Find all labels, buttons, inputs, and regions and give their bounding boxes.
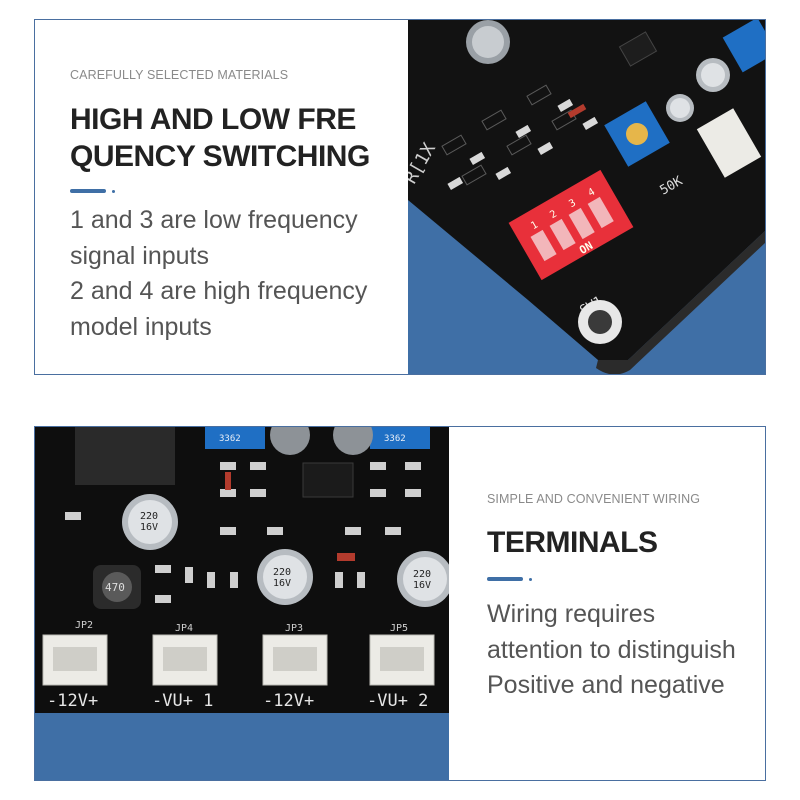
top-heading-line-1: HIGH AND LOW FRE [70, 103, 356, 136]
jp5-label: JP5 [390, 623, 408, 634]
bottom-eyebrow: SIMPLE AND CONVENIENT WIRING [487, 492, 701, 506]
cap-1-line-2: 16V [140, 522, 158, 533]
switch-on-label: ON [577, 239, 595, 257]
inductor-label: 470 [105, 581, 125, 594]
terminal-board-photo: 3362 3362 [35, 427, 449, 780]
switch-number-3: 3 [567, 198, 578, 211]
top-body-line-4: model inputs [70, 312, 212, 341]
top-body: 1 and 3 are low frequency signal inputs … [70, 203, 400, 345]
bottom-text-block: SIMPLE AND CONVENIENT WIRING TERMINALS W… [487, 492, 762, 704]
connector-2-polarity: -VU+ 1 [152, 691, 213, 711]
jp4-label: JP4 [175, 623, 193, 634]
connector-3-polarity: -12V+ [263, 691, 314, 711]
dip-switch-board-photo: 1 2 3 4 ON SW1 50K R[1X [408, 20, 765, 374]
trimmer-2-label: 3362 [384, 434, 406, 444]
top-eyebrow: CAREFULLY SELECTED MATERIALS [70, 68, 289, 82]
dip-switch: 1 2 3 4 ON [508, 169, 634, 281]
switch-number-4: 4 [586, 187, 597, 200]
top-text-block: CAREFULLY SELECTED MATERIALS HIGH AND LO… [70, 68, 400, 345]
cap-2-line-2: 16V [273, 578, 291, 589]
cap-1-line-1: 220 [140, 511, 158, 522]
top-heading: HIGH AND LOW FRE QUENCY SWITCHING [70, 101, 400, 175]
jp3-label: JP3 [285, 623, 303, 634]
bottom-body-line-3: Positive and negative [487, 671, 725, 699]
top-feature-panel: CAREFULLY SELECTED MATERIALS HIGH AND LO… [34, 19, 766, 375]
switch-number-2: 2 [548, 209, 559, 222]
bottom-heading: TERMINALS [487, 526, 658, 559]
cap-3-line-1: 220 [413, 569, 431, 580]
switch-number-1: 1 [529, 220, 540, 233]
top-body-line-1: 1 and 3 are low frequency [70, 206, 358, 234]
jp2-label: JP2 [75, 620, 93, 631]
bottom-body-line-1: Wiring requires [487, 600, 656, 628]
bottom-feature-panel: 3362 3362 [34, 426, 766, 781]
connector-4-polarity: -VU+ 2 [367, 691, 428, 711]
bottom-accent-divider [487, 577, 762, 581]
bottom-body-line-2: attention to distinguish [487, 635, 736, 664]
top-heading-line-2: QUENCY SWITCHING [70, 140, 370, 173]
top-body-line-3: 2 and 4 are high frequency [70, 277, 368, 305]
cap-2-line-1: 220 [273, 567, 291, 578]
bottom-body: Wiring requires attention to distinguish… [487, 597, 762, 704]
cap-3-line-2: 16V [413, 580, 431, 591]
top-body-line-2: signal inputs [70, 241, 209, 270]
top-accent-divider [70, 189, 400, 193]
connector-1-polarity: -12V+ [47, 691, 98, 711]
trimmer-1-label: 3362 [219, 434, 241, 444]
